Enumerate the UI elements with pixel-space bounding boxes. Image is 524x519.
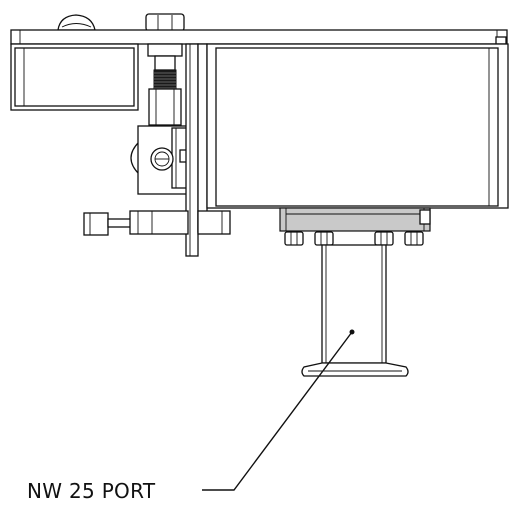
threaded-stud-assembly xyxy=(147,43,183,126)
center-top-knob xyxy=(145,13,185,32)
clamp-screw-icon xyxy=(150,147,174,171)
left-clamp-block xyxy=(10,43,139,111)
bolt-icon xyxy=(284,231,304,246)
flange-base xyxy=(279,207,431,232)
bolt-icon xyxy=(404,231,424,246)
callout-label-nw25-port: NW 25 PORT xyxy=(27,479,156,503)
bolt-icon xyxy=(314,231,334,246)
top-mounting-plate xyxy=(10,29,508,45)
threaded-rod xyxy=(153,69,177,91)
nw25-flange xyxy=(301,362,409,377)
port-tube xyxy=(321,244,387,364)
callout-leader xyxy=(202,329,355,491)
flange-bolts xyxy=(284,231,424,246)
inner-vertical-plate xyxy=(197,43,208,233)
bolt-icon xyxy=(374,231,394,246)
left-top-knob xyxy=(57,14,96,31)
side-clamp-bracket xyxy=(130,125,193,195)
adjustment-handle xyxy=(83,210,231,236)
main-housing xyxy=(206,43,509,209)
